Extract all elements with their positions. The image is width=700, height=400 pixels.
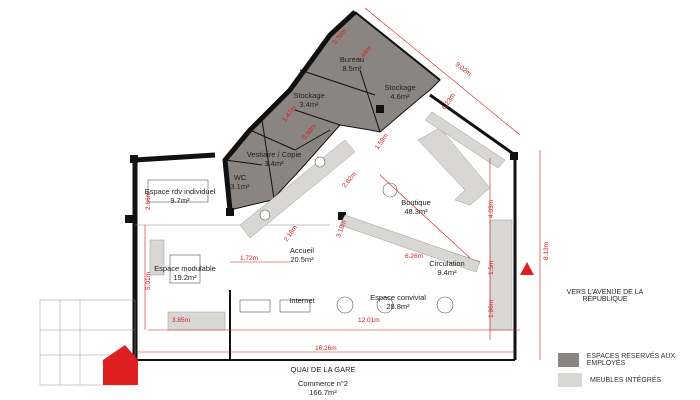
room-modulable-area: 19.2m²	[173, 273, 197, 282]
avenue-label: VERS L'AVENUE DE LA RÉPUBLIQUE	[566, 289, 644, 303]
dim-501: 5.01m	[145, 272, 152, 290]
dim-150: 1.5m	[488, 261, 495, 275]
room-rdv-area: 9.7m²	[170, 196, 190, 205]
commerce-title: Commerce n°2	[298, 379, 348, 388]
dim-813: 8.13m	[543, 242, 550, 260]
dim-172: 1.72m	[240, 255, 258, 262]
room-stockage2-name: Stockage	[384, 83, 415, 92]
dim-1201: 12.01m	[358, 317, 380, 324]
room-internet-name: Internet	[289, 296, 315, 305]
legend-label-employes: ESPACES RESERVÉS AUX EMPLOYÉS	[586, 353, 676, 367]
entrance-arrow	[520, 262, 534, 275]
room-convivial-name: Espace convivial	[370, 293, 426, 302]
room-modulable-name: Espace modulable	[154, 264, 216, 273]
room-rdv-name: Espace rdv individuel	[145, 187, 216, 196]
street-quai: QUAI DE LA GARE	[290, 365, 355, 374]
room-vestiaire-name: Vestiaire / Copie	[247, 150, 302, 159]
room-circulation-name: Circulation	[429, 259, 464, 268]
dim-319: 3.19m	[335, 219, 348, 238]
dim-196: 1.96m	[488, 300, 495, 318]
legend-swatch-meubles	[558, 373, 582, 387]
dim-218: 2.18m	[283, 224, 299, 243]
commerce-area: 166.7m²	[309, 388, 337, 397]
room-accueil-name: Accueil	[290, 246, 315, 255]
room-stockage2-area: 4.6m²	[390, 92, 410, 101]
room-wc-name: WC	[234, 173, 247, 182]
room-boutique-area: 48.3m²	[404, 207, 428, 216]
legend-label-meubles: MEUBLES INTÉGRÉS	[590, 376, 662, 384]
room-vestiaire-area: 3.4m²	[264, 159, 284, 168]
site-location-highlight	[103, 345, 138, 385]
employee-partitions	[224, 69, 381, 206]
room-convivial-area: 28.8m²	[386, 302, 410, 311]
dimension-lines	[135, 7, 541, 360]
dim-626: 6.26m	[405, 253, 423, 260]
dim-266: 2.66m	[145, 192, 152, 210]
dim-159: 1.59m	[374, 132, 390, 151]
room-stockage1-name: Stockage	[293, 91, 324, 100]
dim-385: 3.85m	[172, 317, 190, 324]
legend-swatch-employes	[558, 353, 579, 367]
room-wc-area: 3.1m²	[230, 182, 250, 191]
room-boutique-name: Boutique	[401, 198, 431, 207]
dim-902: 9.02m	[454, 61, 473, 78]
room-bureau-area: 8.5m²	[342, 64, 362, 73]
legend-employes: ESPACES RESERVÉS AUX EMPLOYÉS	[558, 353, 698, 367]
pillars	[125, 105, 518, 223]
room-accueil-area: 20.5m²	[290, 255, 314, 264]
site-minimap	[39, 299, 136, 386]
integrated-furniture	[149, 111, 513, 331]
dim-403: 4.03m	[488, 200, 495, 218]
room-circulation-area: 9.4m²	[437, 268, 457, 277]
room-bureau-name: Bureau	[340, 55, 364, 64]
dim-1626: 16.26m	[315, 345, 337, 352]
dim-282: 2.82m	[341, 171, 358, 189]
room-stockage1-area: 3.4m²	[299, 100, 319, 109]
tables-chairs	[147, 156, 454, 314]
legend-meubles: MEUBLES INTÉGRÉS	[558, 373, 698, 387]
